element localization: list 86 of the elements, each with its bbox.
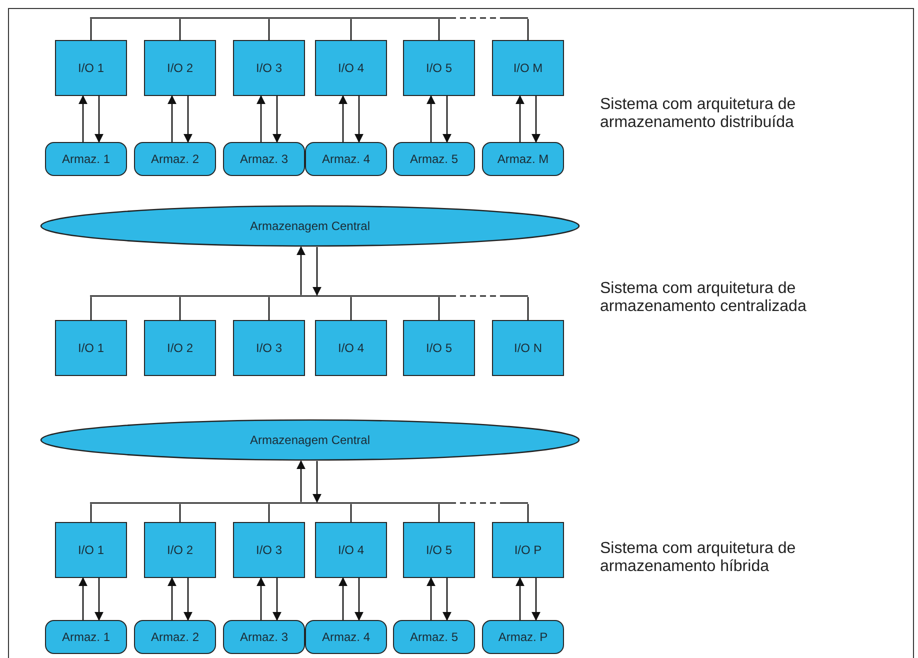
io-box: I/O M (492, 40, 564, 96)
storage-box: Armaz. 2 (134, 620, 216, 654)
io-box: I/O 2 (144, 522, 216, 578)
arrow (256, 577, 266, 620)
storage-box: Armaz. 2 (134, 142, 216, 176)
arrow (272, 578, 282, 621)
io-box: I/O 3 (233, 522, 305, 578)
io-box: I/O 1 (55, 320, 127, 376)
connector-line (350, 504, 352, 522)
io-box: I/O 2 (144, 40, 216, 96)
arrow (167, 95, 177, 142)
arrow (256, 95, 266, 142)
arrow (94, 578, 104, 621)
io-box: I/O 5 (403, 522, 475, 578)
connector-line (438, 504, 440, 522)
io-box: I/O 3 (233, 320, 305, 376)
io-box: I/O 4 (315, 320, 387, 376)
arrow (78, 577, 88, 620)
connector-line (179, 19, 181, 40)
section-caption: Sistema com arquitetura de armazenamento híbrida (600, 540, 797, 576)
arrow (94, 96, 104, 143)
storage-box: Armaz. 1 (45, 620, 127, 654)
connector-line (268, 19, 270, 40)
storage-box: Armaz. 3 (223, 620, 305, 654)
connector-line (179, 504, 181, 522)
node-label: Armazenagem Central (250, 433, 370, 447)
connector-line (90, 504, 92, 522)
arrow (426, 95, 436, 142)
arrow (354, 96, 364, 143)
storage-box: Armaz. 5 (393, 620, 475, 654)
storage-ellipse (40, 205, 580, 247)
io-box: I/O 3 (233, 40, 305, 96)
arrow (515, 577, 525, 620)
arrow (338, 577, 348, 620)
connector-line (350, 297, 352, 320)
storage-ellipse (40, 419, 580, 461)
arrow (312, 461, 322, 503)
io-box: I/O 4 (315, 40, 387, 96)
bus-line (90, 17, 528, 19)
section-caption: Sistema com arquitetura de armazenamento centralizada (600, 280, 808, 316)
arrow (426, 577, 436, 620)
arrow (183, 96, 193, 143)
connector-line (527, 504, 529, 522)
arrow (167, 577, 177, 620)
arrow (296, 246, 306, 295)
connector-line (268, 504, 270, 522)
bus-line (90, 502, 528, 504)
section-caption: Sistema com arquitetura de armazenamento distribuída (600, 96, 797, 132)
storage-box: Armaz. P (482, 620, 564, 654)
arrow (272, 96, 282, 143)
arrow (442, 578, 452, 621)
storage-box: Armaz. 4 (305, 620, 387, 654)
bus-line (90, 295, 528, 297)
connector-line (527, 19, 529, 40)
io-box: I/O 1 (55, 40, 127, 96)
io-box: I/O 5 (403, 320, 475, 376)
storage-box: Armaz. 4 (305, 142, 387, 176)
storage-box: Armaz. M (482, 142, 564, 176)
connector-line (90, 297, 92, 320)
connector-line (90, 19, 92, 40)
arrow (296, 460, 306, 502)
io-box: I/O 4 (315, 522, 387, 578)
connector-line (527, 297, 529, 320)
io-box: I/O 2 (144, 320, 216, 376)
arrow (354, 578, 364, 621)
storage-box: Armaz. 3 (223, 142, 305, 176)
connector-line (438, 19, 440, 40)
arrow (338, 95, 348, 142)
io-box: I/O N (492, 320, 564, 376)
arrow (531, 96, 541, 143)
storage-box: Armaz. 1 (45, 142, 127, 176)
arrow (531, 578, 541, 621)
arrow (515, 95, 525, 142)
arrow (78, 95, 88, 142)
arrow (442, 96, 452, 143)
storage-box: Armaz. 5 (393, 142, 475, 176)
arrow (312, 247, 322, 296)
io-box: I/O 1 (55, 522, 127, 578)
connector-line (268, 297, 270, 320)
arrow (183, 578, 193, 621)
node-label: Armazenagem Central (250, 219, 370, 233)
connector-line (350, 19, 352, 40)
io-box: I/O P (492, 522, 564, 578)
connector-line (179, 297, 181, 320)
connector-line (438, 297, 440, 320)
io-box: I/O 5 (403, 40, 475, 96)
